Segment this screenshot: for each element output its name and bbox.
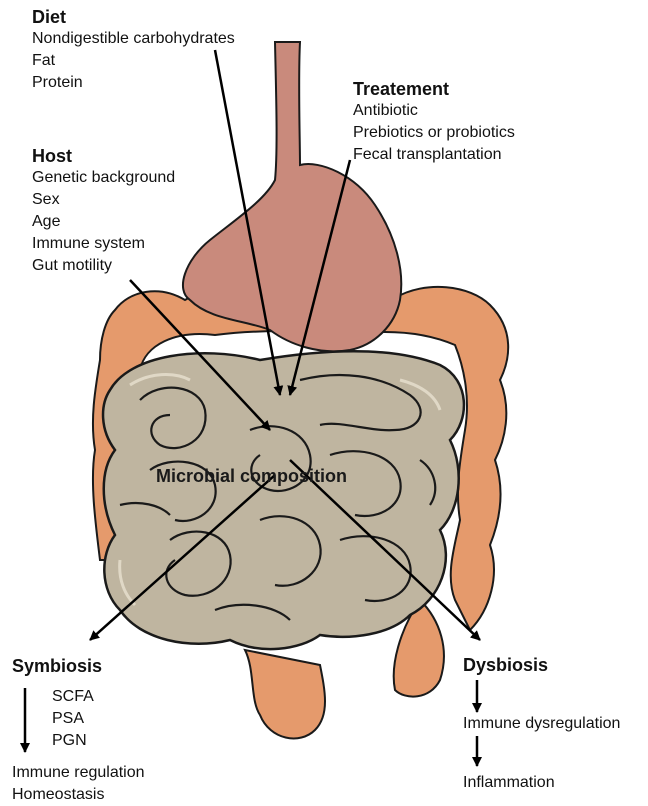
host-title: Host	[32, 145, 175, 167]
symbiosis-outcome: Immune regulation	[12, 762, 145, 784]
microbial-composition-label: Microbial composition	[156, 466, 347, 487]
diet-item: Fat	[32, 50, 235, 72]
diet-block: Diet Nondigestible carbohydrates Fat Pro…	[32, 6, 235, 94]
treatment-item: Fecal transplantation	[353, 144, 515, 166]
treatment-item: Prebiotics or probiotics	[353, 122, 515, 144]
diet-item: Nondigestible carbohydrates	[32, 28, 235, 50]
symbiosis-product: SCFA	[52, 686, 94, 708]
dysbiosis-step: Inflammation	[463, 772, 555, 794]
treatment-item: Antibiotic	[353, 100, 515, 122]
symbiosis-title: Symbiosis	[12, 655, 102, 677]
host-item: Sex	[32, 189, 175, 211]
dysbiosis-step: Immune dysregulation	[463, 713, 620, 735]
host-item: Immune system	[32, 233, 175, 255]
host-item: Genetic background	[32, 167, 175, 189]
host-item: Gut motility	[32, 255, 175, 277]
host-block: Host Genetic background Sex Age Immune s…	[32, 145, 175, 277]
treatment-title: Treatement	[353, 78, 515, 100]
symbiosis-outcomes: Immune regulation Homeostasis	[12, 762, 145, 806]
symbiosis-outcome: Homeostasis	[12, 784, 145, 806]
diet-item: Protein	[32, 72, 235, 94]
symbiosis-products: SCFA PSA PGN	[52, 686, 94, 752]
dysbiosis-title: Dysbiosis	[463, 654, 548, 676]
symbiosis-product: PSA	[52, 708, 94, 730]
small-intestine	[103, 351, 464, 649]
symbiosis-product: PGN	[52, 730, 94, 752]
host-item: Age	[32, 211, 175, 233]
diet-title: Diet	[32, 6, 235, 28]
treatment-block: Treatement Antibiotic Prebiotics or prob…	[353, 78, 515, 166]
